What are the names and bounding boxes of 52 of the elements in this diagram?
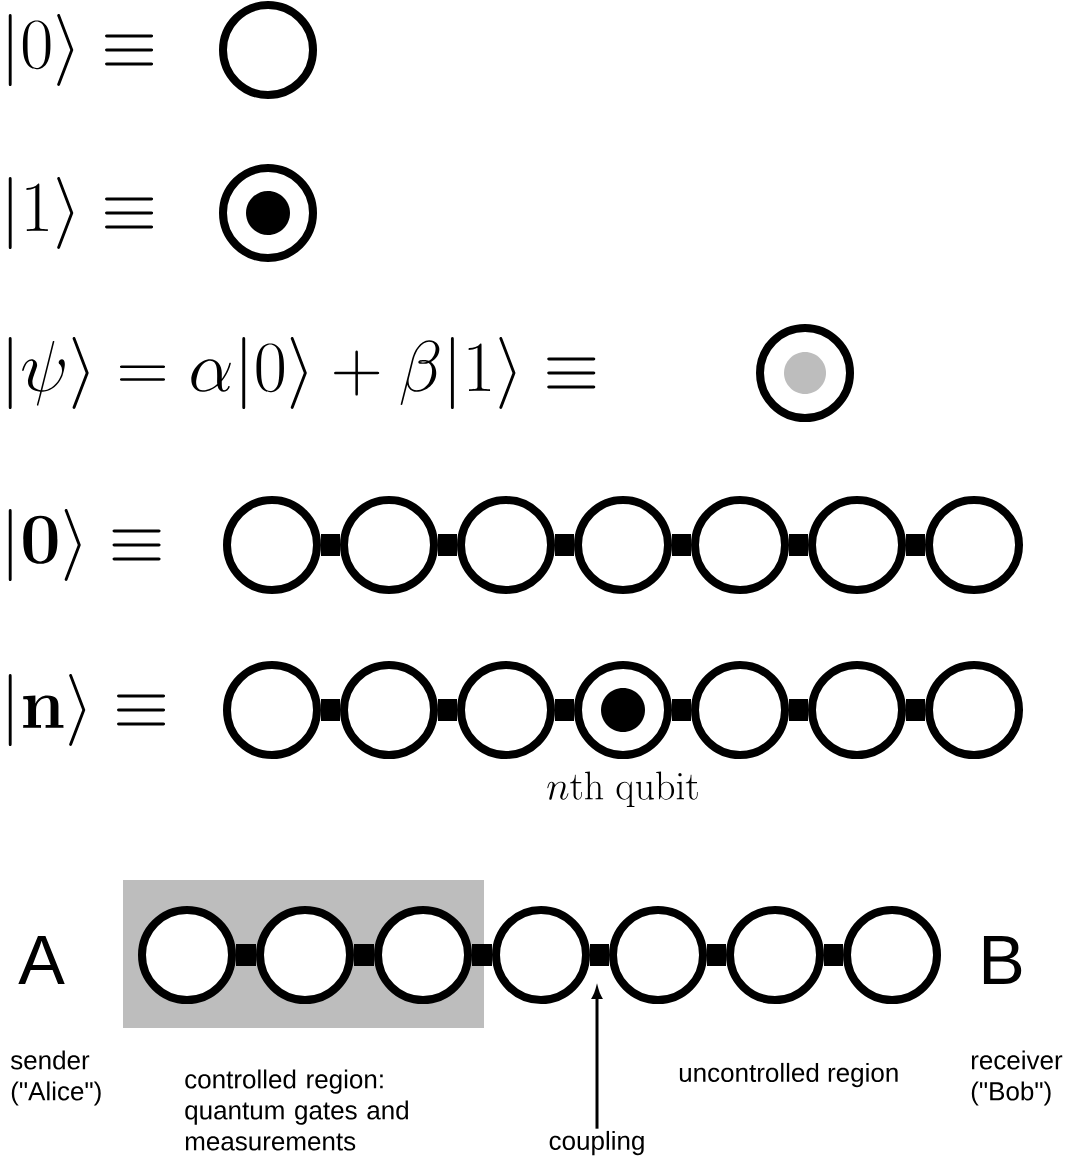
qubit-circle xyxy=(574,496,672,594)
qubit-circle xyxy=(457,496,555,594)
endpoint-letter: B xyxy=(983,935,1022,985)
coupling-bar xyxy=(354,944,374,966)
caption-text: uncontrolled region xyxy=(679,1062,898,1088)
coupling-bar xyxy=(672,699,691,721)
coupling-bar xyxy=(472,944,492,966)
qubit-circle xyxy=(726,906,824,1004)
coupling-bar xyxy=(906,534,925,556)
formula: $|\psi\rangle = \alpha|0\rangle + \beta|1\rangle \equiv$ xyxy=(8,337,596,409)
qubit-circle xyxy=(574,661,672,759)
formula: $|0\rangle \equiv$ xyxy=(8,14,154,86)
qubit-circle xyxy=(925,496,1023,594)
qubit-circle xyxy=(219,164,317,262)
formula: $|\mathbf{0}\rangle \equiv$ xyxy=(8,509,161,581)
coupling-bar xyxy=(321,699,340,721)
coupling-label: coupling xyxy=(549,1130,644,1156)
coupling-bar xyxy=(236,944,256,966)
qubit-circle xyxy=(457,661,555,759)
qubit-circle xyxy=(223,496,321,594)
qubit-circle xyxy=(340,496,438,594)
coupling-bar xyxy=(555,699,574,721)
endpoint-letter: A xyxy=(18,935,65,985)
qubit-circle xyxy=(808,661,906,759)
qubit-circle xyxy=(843,906,941,1004)
coupling-bar xyxy=(555,534,574,556)
node-caption: $n\mathrm{th\ qubit}$ xyxy=(547,771,698,808)
coupling-bar xyxy=(438,699,457,721)
qubit-circle xyxy=(691,661,789,759)
caption-text: controlled region: quantum gates and measurements xyxy=(185,1069,408,1151)
formula: $|1\rangle \equiv$ xyxy=(8,177,154,249)
coupling-bar xyxy=(707,944,726,966)
qubit-circle xyxy=(223,661,321,759)
coupling-bar xyxy=(672,534,691,556)
coupling-bar xyxy=(906,699,925,721)
qubit-circle xyxy=(808,496,906,594)
coupling-bar xyxy=(789,534,808,556)
qubit-circle xyxy=(756,324,854,422)
coupling-bar xyxy=(590,944,609,966)
caption-text: sender ("Alice") xyxy=(10,1050,101,1106)
coupling-bar xyxy=(789,699,808,721)
formula: $|\mathbf{n}\rangle \equiv$ xyxy=(8,674,166,746)
qubit-circle xyxy=(340,661,438,759)
qubit-circle xyxy=(691,496,789,594)
coupling-bar xyxy=(321,534,340,556)
qubit-circle xyxy=(609,906,707,1004)
coupling-bar xyxy=(438,534,457,556)
caption-text: receiver ("Bob") xyxy=(971,1050,1063,1106)
qubit-circle xyxy=(219,1,317,99)
qubit-circle xyxy=(492,906,590,1004)
coupling-bar xyxy=(824,944,843,966)
qubit-circle xyxy=(925,661,1023,759)
